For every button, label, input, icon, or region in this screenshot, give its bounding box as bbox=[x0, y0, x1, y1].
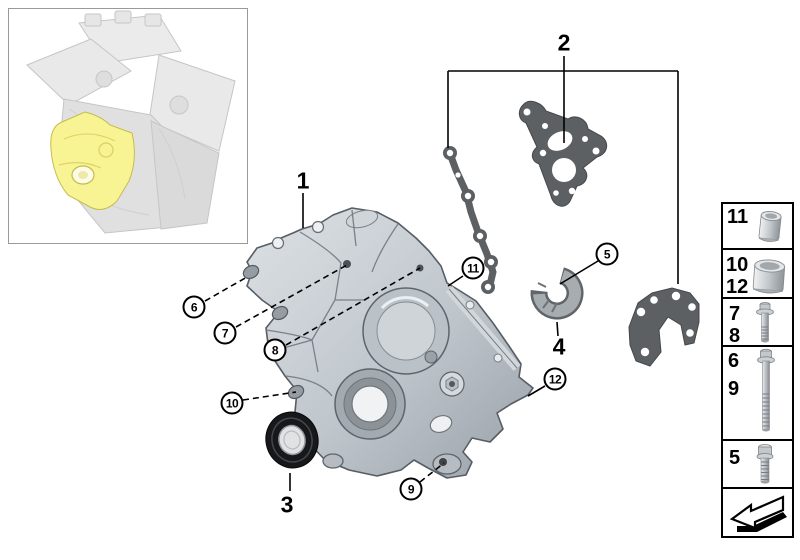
hex-bolt-stub-icon bbox=[756, 444, 774, 484]
chain-guide-part bbox=[530, 266, 584, 320]
callout-label-3[interactable]: 3 bbox=[280, 491, 294, 518]
callout-circle-10[interactable]: 10 bbox=[220, 391, 244, 415]
callout-circle-5[interactable]: 5 bbox=[595, 242, 619, 266]
crankshaft-seal-part bbox=[265, 411, 319, 469]
callout-circle-12[interactable]: 12 bbox=[543, 367, 567, 391]
callout-circle-7[interactable]: 7 bbox=[213, 321, 237, 345]
timing-cover-highlight bbox=[50, 111, 135, 210]
timing-cover-part bbox=[242, 207, 534, 479]
sidebar-label-12[interactable]: 12 bbox=[726, 276, 749, 298]
sidebar-label-6[interactable]: 6 bbox=[728, 350, 740, 372]
callout-label-4[interactable]: 4 bbox=[552, 333, 566, 360]
callout-circle-9[interactable]: 9 bbox=[399, 477, 423, 501]
back-arrow-icon[interactable] bbox=[727, 492, 789, 534]
callout-circle-6[interactable]: 6 bbox=[182, 295, 206, 319]
leader-lines-solid bbox=[447, 260, 599, 397]
callout-label-2[interactable]: 2 bbox=[557, 29, 571, 56]
gasket-plate-part bbox=[518, 100, 608, 207]
dowel-sleeve-large-icon bbox=[752, 259, 786, 294]
callout-circle-8[interactable]: 8 bbox=[263, 338, 287, 362]
hex-bolt-long-icon bbox=[757, 348, 775, 432]
bracket-plate-part bbox=[628, 287, 700, 367]
sidebar-label-5[interactable]: 5 bbox=[729, 447, 741, 469]
gasket-slim-part bbox=[443, 146, 498, 294]
sidebar-label-10[interactable]: 10 bbox=[726, 254, 749, 276]
sidebar-label-9[interactable]: 9 bbox=[728, 378, 740, 400]
callout-label-1[interactable]: 1 bbox=[296, 167, 310, 194]
hex-bolt-short-icon bbox=[756, 302, 774, 343]
sidebar-label-8[interactable]: 8 bbox=[729, 325, 741, 347]
engine-location-thumbnail bbox=[8, 8, 248, 244]
engine-thumbnail-art bbox=[26, 10, 236, 234]
label-bracket-lines bbox=[289, 56, 679, 491]
sidebar-label-7[interactable]: 7 bbox=[729, 303, 741, 325]
callout-circle-11[interactable]: 11 bbox=[461, 256, 485, 280]
sidebar-label-11[interactable]: 11 bbox=[727, 206, 749, 228]
leader-lines-dashed bbox=[204, 264, 445, 483]
dowel-sleeve-small-icon bbox=[758, 210, 782, 242]
